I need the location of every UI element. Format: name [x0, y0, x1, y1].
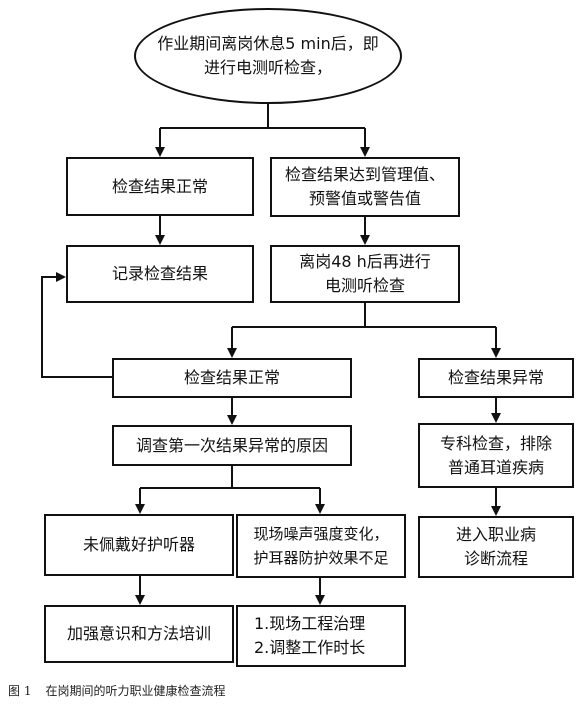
start-node: 作业期间离岗休息5 min后，即 进行电测听检查， [134, 8, 402, 104]
arrow-normal2-back-to-record [41, 272, 112, 378]
specialist-exam-node: 专科检查，排除 普通耳道疾病 [418, 423, 574, 488]
check-normal-node-2: 检查结果正常 [112, 358, 352, 398]
training-node: 加强意识和方法培训 [44, 605, 234, 663]
remedy-measures-node: 1.现场工程治理 2.调整工作时长 [236, 605, 406, 667]
recheck-48h-node: 离岗48 h后再进行 电测听检查 [270, 245, 460, 303]
figure-label: 图 1 [8, 684, 32, 698]
figure-title: 在岗期间的听力职业健康检查流程 [45, 684, 226, 698]
noise-intensity-change-node: 现场噪声强度变化， 护耳器防护效果不足 [236, 514, 406, 578]
record-result-node: 记录检查结果 [66, 245, 254, 303]
occupational-disease-diagnosis-node: 进入职业病 诊断流程 [418, 516, 574, 578]
investigate-cause-node: 调查第一次结果异常的原因 [112, 425, 352, 466]
check-normal-node-1: 检查结果正常 [66, 157, 254, 216]
no-hearing-protector-node: 未佩戴好护听器 [44, 514, 234, 576]
check-reached-threshold-node: 检查结果达到管理值、 预警值或警告值 [270, 157, 460, 217]
check-abnormal-node: 检查结果异常 [418, 358, 574, 398]
figure-caption: 图 1 在岗期间的听力职业健康检查流程 [8, 682, 225, 699]
